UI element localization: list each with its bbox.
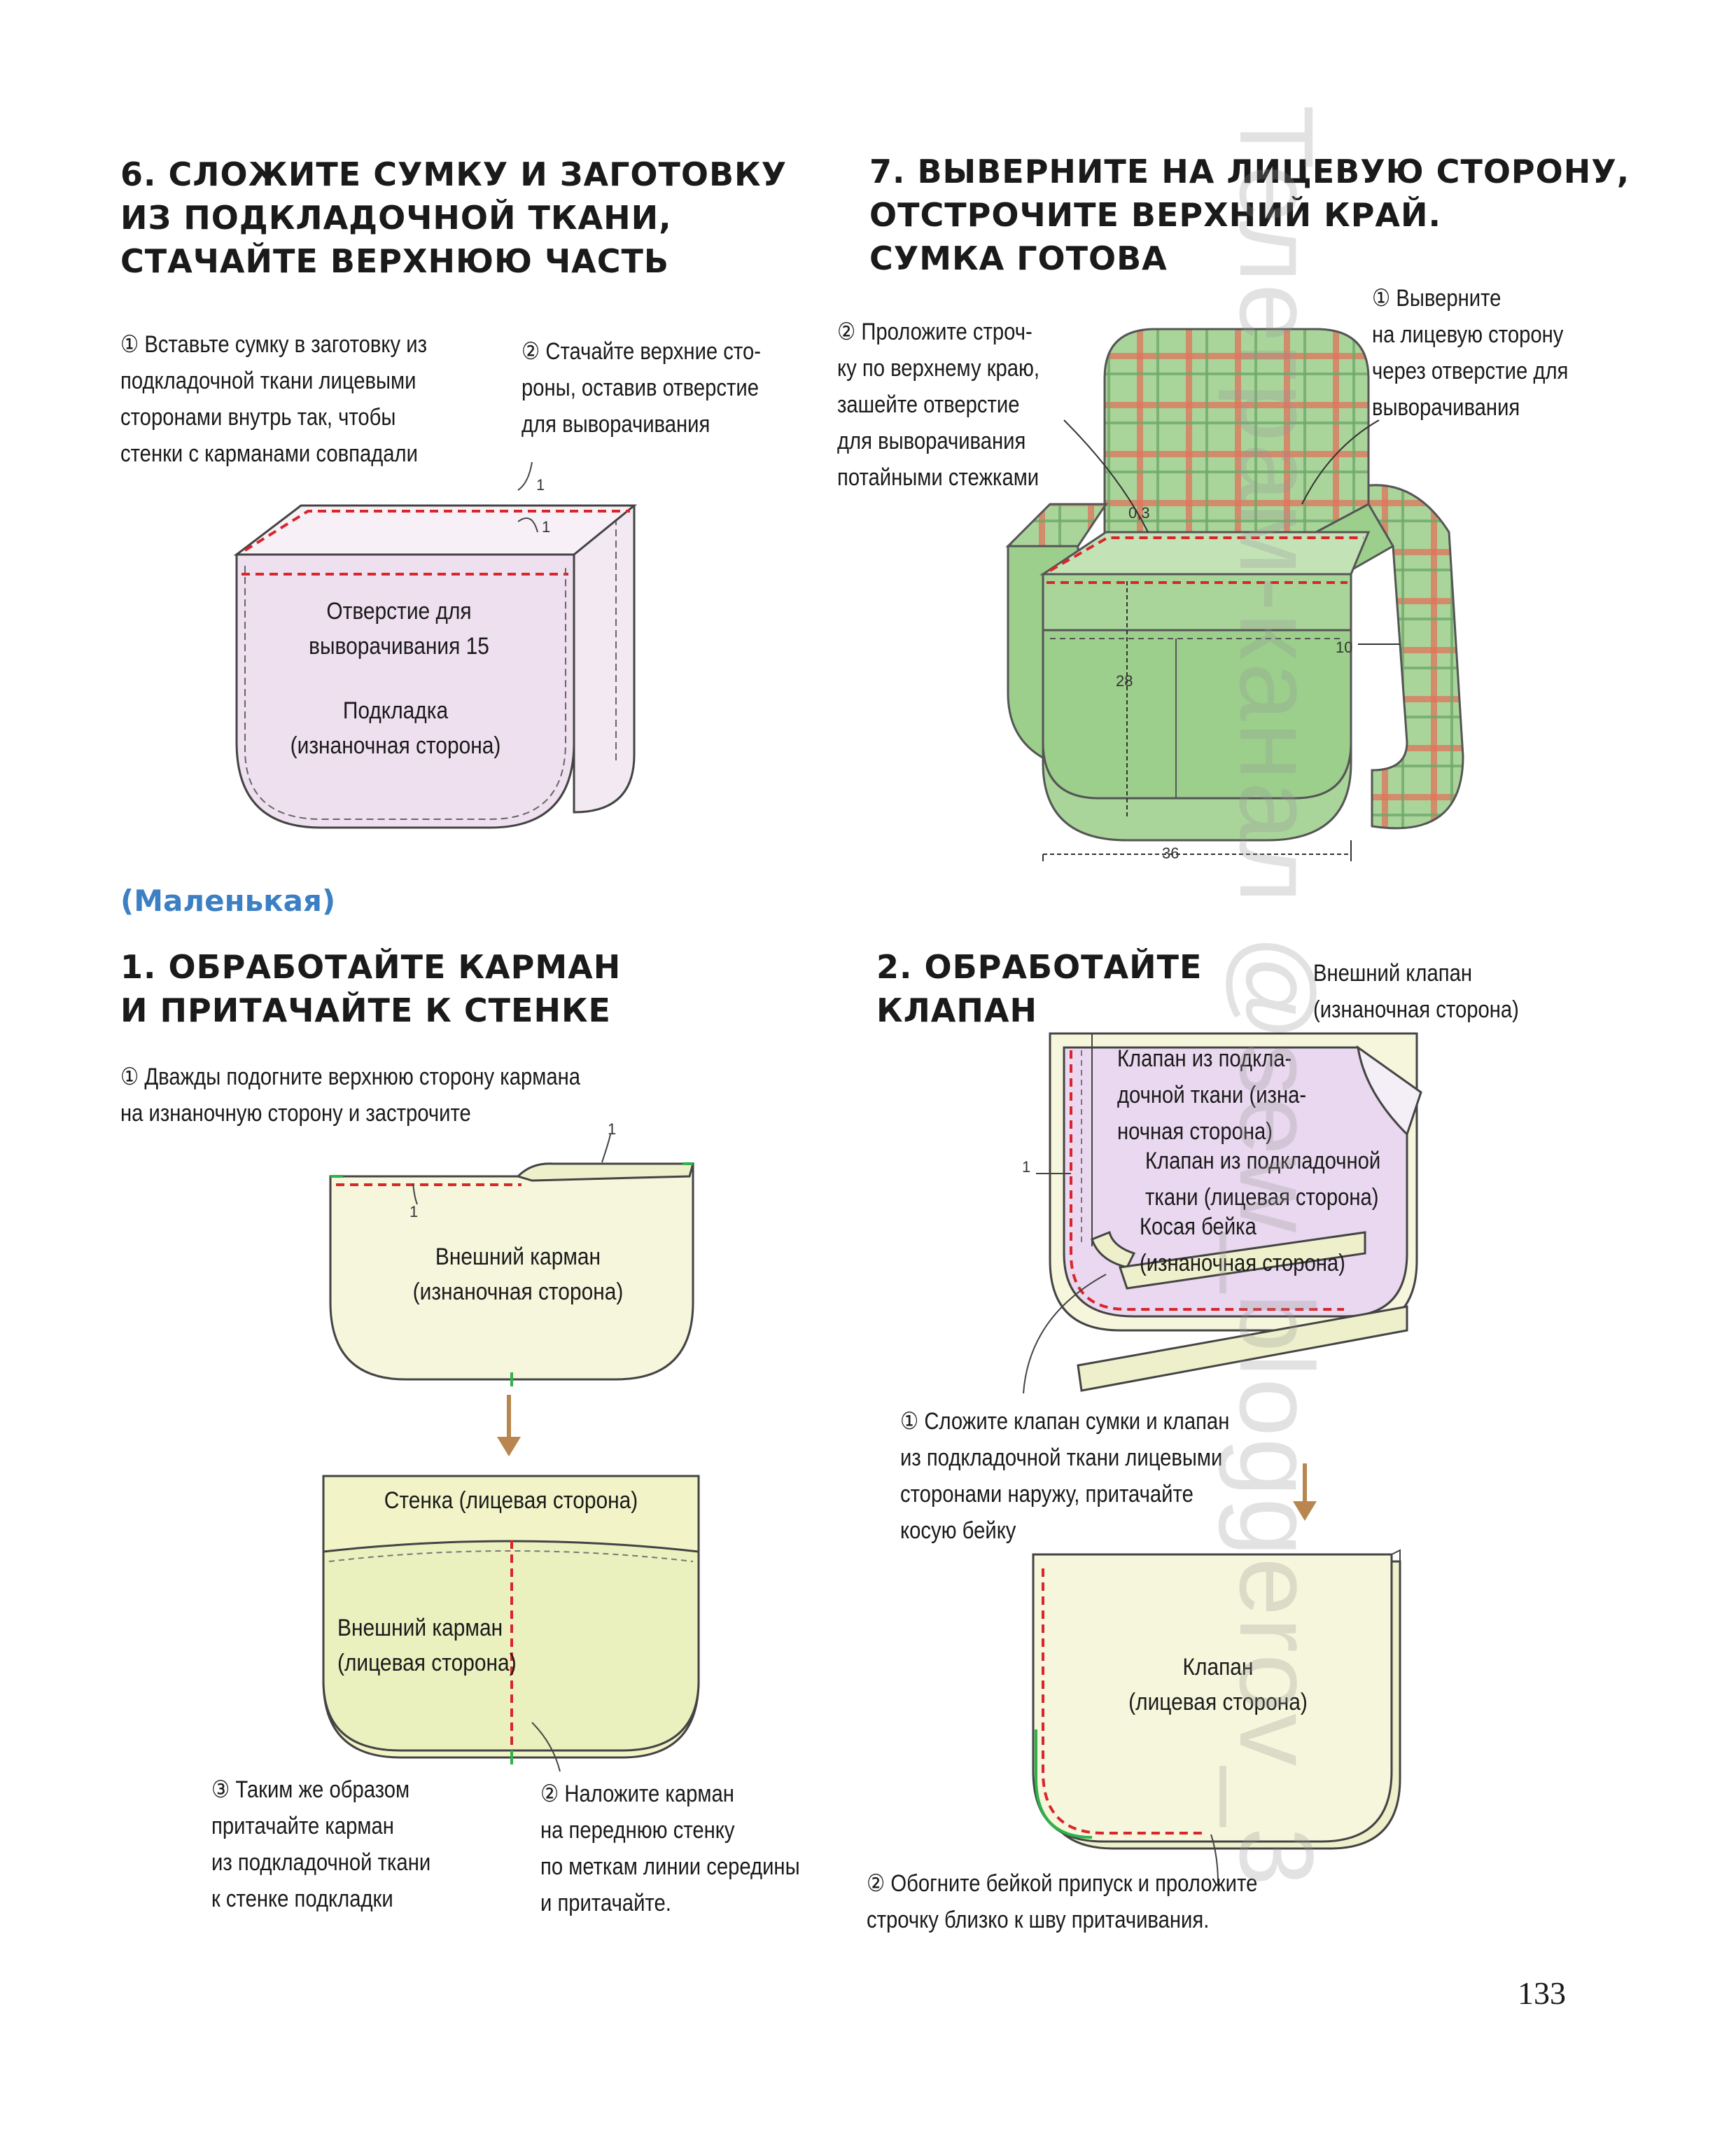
section6-label-lining: Подкладка (изнаночная сторона) bbox=[290, 697, 501, 759]
step1-note-1: ① Дважды подогните верхнюю сторону карма… bbox=[120, 1064, 580, 1127]
step1-label-pocket-right: Внешний карман (лицевая сторона) bbox=[337, 1615, 517, 1676]
section7-dim-03: 0,3 bbox=[1128, 504, 1150, 522]
section7-title: 7. ВЫВЕРНИТЕ НА ЛИЦЕВУЮ СТОРОНУ, ОТСТРОЧ… bbox=[869, 153, 1630, 277]
step2-dim-1: 1 bbox=[1022, 1158, 1031, 1176]
section7-dim-10: 10 bbox=[1336, 639, 1353, 656]
section6-note-1: ① Вставьте сумку в заготовку из подкладо… bbox=[120, 331, 428, 467]
step2-label-flap: Клапан (лицевая сторона) bbox=[1128, 1654, 1308, 1715]
step2-label-bias: Косая бейка (изнаночная сторона) bbox=[1140, 1213, 1345, 1276]
section7-note-2: ② Проложите строч- ку по верхнему краю, … bbox=[837, 319, 1040, 491]
section7-dim-28: 28 bbox=[1116, 672, 1133, 690]
step2-note-2: ② Обогните бейкой припуск и проложите ст… bbox=[867, 1870, 1258, 1933]
section7-dim-36: 36 bbox=[1162, 844, 1180, 862]
section6-dim-1a: 1 bbox=[536, 476, 545, 494]
section6-title: 6. СЛОЖИТЕ СУМКУ И ЗАГОТОВКУ ИЗ ПОДКЛАДО… bbox=[120, 155, 788, 280]
step1-label-wall: Стенка (лицевая сторона) bbox=[384, 1487, 638, 1514]
step2-note-outer-flap: Внешний клапан (изнаночная сторона) bbox=[1313, 960, 1519, 1023]
watermark-text: Телеграм-канал @sew_bloggerov_3 bbox=[1218, 105, 1336, 1888]
section6-dim-1b: 1 bbox=[542, 518, 551, 536]
step1-dim-1b: 1 bbox=[410, 1203, 419, 1220]
step1-note-2: ② Наложите карман на переднюю стенку по … bbox=[540, 1781, 800, 1916]
step2-label-lining-flap-wrong: Клапан из подкла- дочной ткани (изна- но… bbox=[1117, 1045, 1307, 1145]
step1-note-3: ③ Таким же образом притачайте карман из … bbox=[211, 1776, 431, 1912]
page-number: 133 bbox=[1518, 1975, 1566, 2011]
section6-label-opening: Отверстие для выворачивания 15 bbox=[309, 598, 489, 660]
step2-note-1: ① Сложите клапан сумки и клапан из подкл… bbox=[900, 1408, 1230, 1544]
small-size-label: (Маленькая) bbox=[120, 884, 336, 918]
step1-title: 1. ОБРАБОТАЙТЕ КАРМАН И ПРИТАЧАЙТЕ К СТЕ… bbox=[120, 948, 622, 1029]
step2-title: 2. ОБРАБОТАЙТЕ КЛАПАН bbox=[876, 948, 1203, 1029]
section6-note-2: ② Стачайте верхние сто- роны, оставив от… bbox=[522, 338, 761, 438]
step2-label-lining-flap-right: Клапан из подкладочной ткани (лицевая ст… bbox=[1145, 1148, 1381, 1211]
section7-note-1: ① Выверните на лицевую сторону через отв… bbox=[1372, 285, 1569, 421]
step1-label-pocket-wrong: Внешний карман (изнаночная сторона) bbox=[412, 1244, 624, 1305]
step1-dim-1a: 1 bbox=[608, 1120, 617, 1138]
